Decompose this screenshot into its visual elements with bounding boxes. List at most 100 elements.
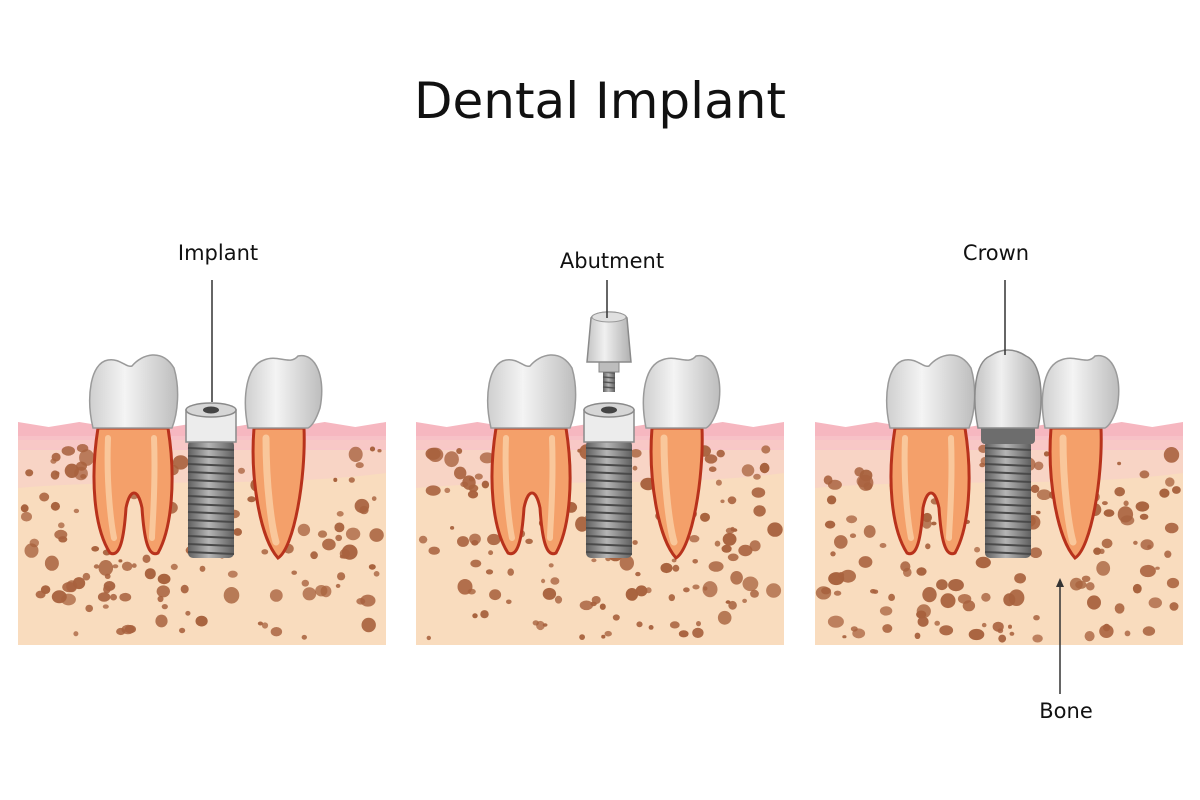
bone-speck [199, 565, 206, 572]
bone-speck [444, 451, 459, 468]
bone-speck [730, 571, 743, 585]
bone-speck [335, 583, 341, 588]
bone-speck [428, 546, 440, 555]
crown-stage-panel [815, 349, 1183, 645]
bone-speck [355, 462, 364, 469]
crown-cap [974, 349, 1042, 429]
bone-speck [914, 632, 921, 639]
bone-speck [337, 572, 346, 581]
bone-speck [310, 551, 318, 560]
bone-speck [418, 535, 428, 544]
bone-speck [1114, 487, 1125, 497]
premolar-root-highlight [1059, 434, 1077, 546]
molar-root-highlight [149, 435, 158, 541]
bone-speck [753, 473, 761, 480]
bone-speck [302, 587, 317, 601]
bone-speck [604, 630, 612, 637]
bone-speck [1101, 538, 1113, 549]
bone-speck [708, 466, 717, 473]
screw-thread [585, 447, 633, 451]
bone-speck [481, 480, 490, 489]
bone-speck [708, 561, 724, 572]
bone-speck [660, 562, 673, 574]
bone-speck [1102, 501, 1108, 506]
molar-root-highlight [946, 435, 955, 541]
bone-speck [863, 525, 876, 538]
bone-speck [715, 479, 722, 486]
bone-speck [454, 466, 467, 480]
page-title: Dental Implant [414, 72, 786, 130]
bone-speck [21, 511, 32, 522]
bone-speck [974, 546, 981, 553]
bone-speck [1155, 566, 1160, 570]
bone-speck [270, 627, 283, 637]
bone-speck [157, 595, 164, 603]
bone-speck [227, 570, 238, 578]
bone-speck [669, 621, 680, 629]
bone-speck [76, 444, 89, 453]
bone-speck [916, 567, 927, 576]
bone-speck [934, 620, 940, 626]
screw-thread [187, 455, 235, 459]
bone-speck [830, 551, 836, 557]
bone-speck [858, 474, 874, 491]
bone-speck [1081, 575, 1091, 582]
bone-speck [625, 588, 639, 601]
bone-speck [144, 568, 156, 580]
bone-speck [85, 604, 93, 613]
bone-speck [840, 569, 856, 583]
screw-thread [187, 551, 235, 555]
bone-speck [142, 554, 151, 563]
bone-speck [714, 540, 721, 547]
bone-speck [301, 634, 307, 640]
bone-speck [696, 621, 701, 627]
screw-thread [984, 479, 1032, 483]
bone-speck [1084, 631, 1095, 642]
bone-speck [369, 446, 376, 452]
bone-speck [172, 455, 189, 470]
bone-speck [827, 615, 844, 628]
screw-thread [984, 503, 1032, 507]
bone-speck [185, 610, 191, 616]
screw-thread [187, 447, 235, 451]
bone-speck [317, 530, 328, 538]
bone-speck [116, 627, 126, 636]
bone-speck [73, 508, 80, 514]
bone-speck [858, 556, 873, 568]
premolar-root-highlight [660, 434, 678, 546]
bone-speck [322, 538, 336, 551]
premolar-crown [642, 354, 721, 429]
bone-speck [1132, 583, 1142, 594]
bone-speck [1147, 544, 1152, 550]
bone-speck [131, 563, 137, 568]
bone-speck [467, 490, 479, 499]
bone-speck [833, 590, 842, 596]
bone-speck [525, 538, 533, 544]
bone-speck [1043, 451, 1050, 457]
bone-speck [39, 492, 50, 502]
bone-speck [753, 505, 766, 517]
implant-socket [203, 406, 219, 414]
bone-speck [1029, 547, 1043, 558]
bone-speck [1096, 561, 1111, 576]
bone-speck [1120, 515, 1135, 526]
screw-thread [585, 479, 633, 483]
bone-speck [759, 462, 770, 474]
bone-speck [457, 536, 469, 547]
abutment-stage-panel [416, 311, 784, 645]
bone-speck [35, 590, 46, 599]
bone-speck [683, 587, 690, 593]
bone-speck [1166, 577, 1180, 589]
bone-speck [1164, 522, 1179, 534]
bone-speck [119, 592, 132, 602]
bone-speck [870, 589, 877, 594]
bone-speck [692, 627, 704, 639]
screw-thread [585, 535, 633, 539]
bone-speck [939, 625, 954, 636]
bone-speck [102, 604, 109, 609]
bone-speck [981, 622, 987, 628]
screw-thread [984, 471, 1032, 475]
bone-speck [55, 471, 60, 476]
bone-speck [948, 579, 964, 592]
